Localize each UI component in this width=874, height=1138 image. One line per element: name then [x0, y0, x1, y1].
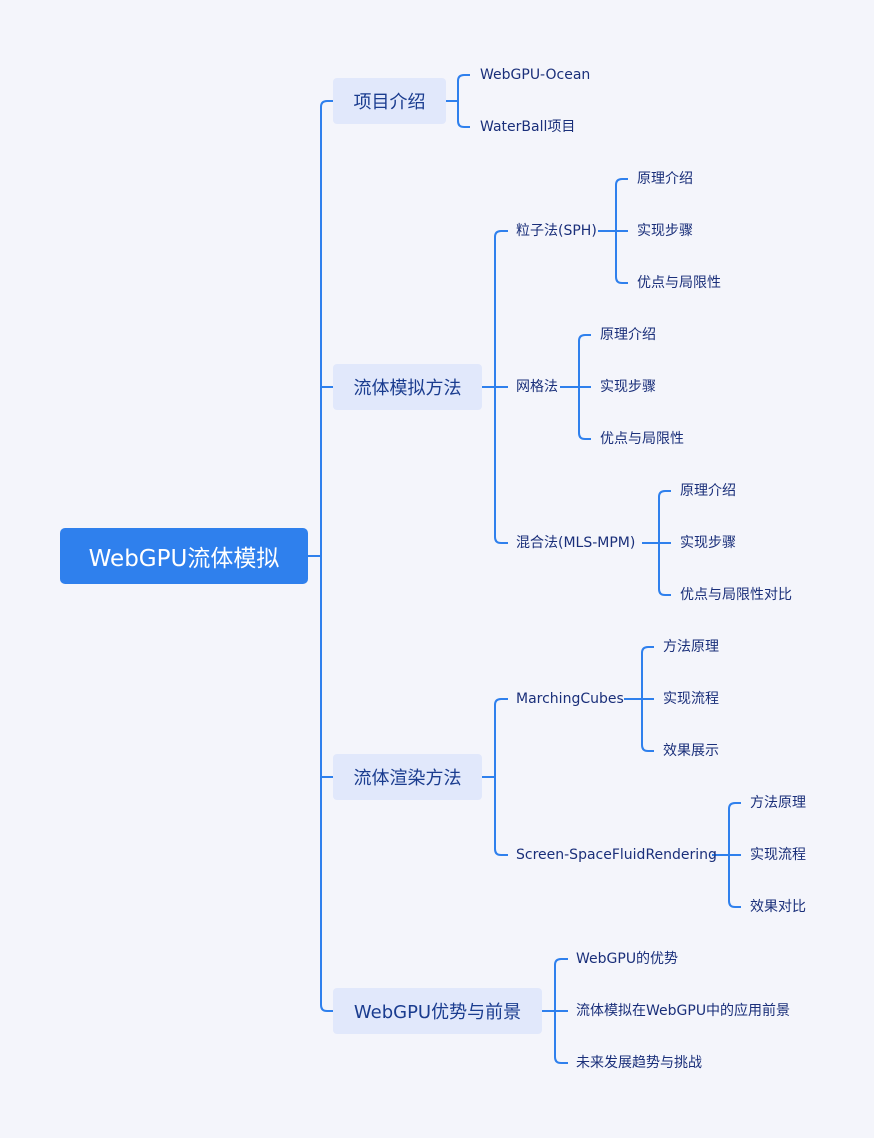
leaf-node[interactable]: 方法原理	[750, 795, 806, 811]
leaf-node[interactable]: 实现步骤	[600, 379, 656, 395]
leaf-node[interactable]: 实现步骤	[680, 535, 736, 551]
leaf-node[interactable]: 未来发展趋势与挑战	[576, 1055, 702, 1071]
leaf-node[interactable]: 原理介绍	[600, 327, 656, 343]
sph-connector	[598, 178, 628, 284]
branch-node-outlook[interactable]: WebGPU优势与前景	[333, 988, 542, 1034]
branch-node-rendering[interactable]: 流体渲染方法	[333, 754, 482, 800]
leaf-node[interactable]: 原理介绍	[637, 171, 693, 187]
leaf-node[interactable]: WebGPU-Ocean	[480, 67, 591, 83]
root-connector	[308, 100, 333, 1012]
leaf-node[interactable]: 优点与局限性	[600, 431, 684, 447]
root-node[interactable]: WebGPU流体模拟	[60, 528, 308, 584]
leaf-node[interactable]: 原理介绍	[680, 483, 736, 499]
branch-node-intro[interactable]: 项目介绍	[333, 78, 446, 124]
subtopic-node[interactable]: 粒子法(SPH)	[516, 223, 597, 239]
intro-connector	[446, 74, 470, 128]
rendering-connector	[482, 698, 508, 856]
subtopic-node[interactable]: Screen-SpaceFluidRendering	[516, 847, 717, 863]
leaf-node[interactable]: WebGPU的优势	[576, 951, 679, 967]
leaf-node[interactable]: 优点与局限性	[637, 275, 721, 291]
subtopic-node[interactable]: 网格法	[516, 379, 558, 395]
leaf-node[interactable]: 实现流程	[663, 691, 719, 707]
outlook-connector	[542, 958, 568, 1064]
leaf-node[interactable]: 效果对比	[750, 899, 806, 915]
simulation-connector	[482, 230, 508, 544]
leaf-node[interactable]: 方法原理	[663, 639, 719, 655]
branch-node-simulation[interactable]: 流体模拟方法	[333, 364, 482, 410]
leaf-node[interactable]: WaterBall项目	[480, 119, 576, 135]
leaf-node[interactable]: 实现步骤	[637, 223, 693, 239]
leaf-node[interactable]: 效果展示	[663, 743, 719, 759]
subtopic-node[interactable]: 混合法(MLS-MPM)	[516, 535, 636, 551]
grid-connector	[560, 334, 591, 440]
marching-connector	[624, 646, 654, 752]
leaf-node[interactable]: 优点与局限性对比	[680, 587, 792, 603]
leaf-node[interactable]: 实现流程	[750, 847, 806, 863]
ssfr-connector	[712, 802, 741, 908]
mpm-connector	[642, 490, 671, 596]
leaf-node[interactable]: 流体模拟在WebGPU中的应用前景	[576, 1003, 791, 1019]
subtopic-node[interactable]: MarchingCubes	[516, 691, 624, 707]
